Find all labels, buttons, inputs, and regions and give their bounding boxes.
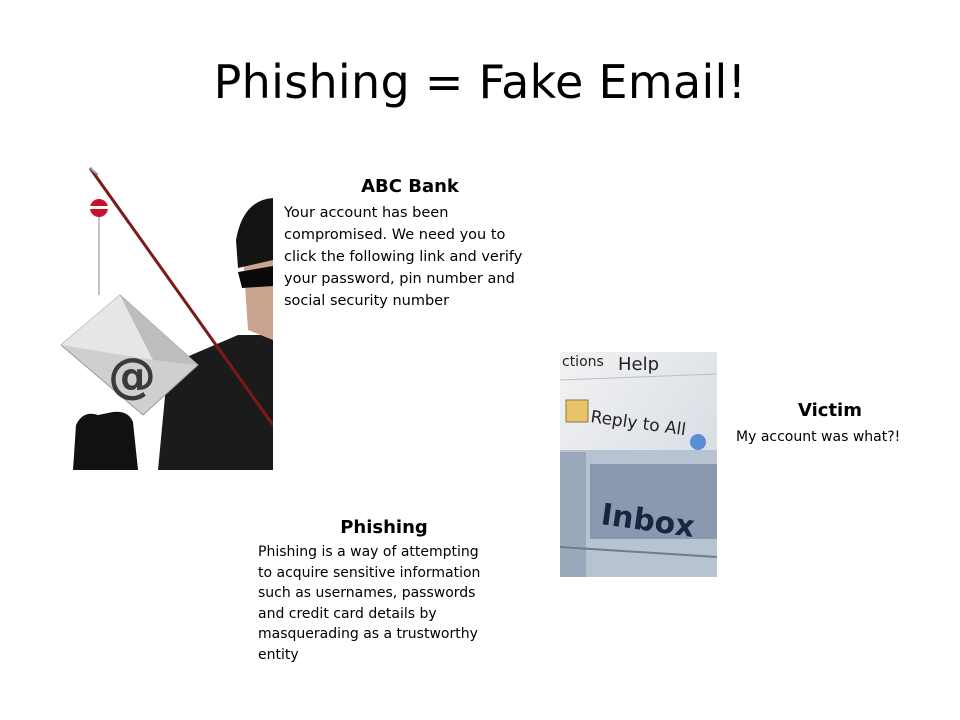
definition-line: to acquire sensitive information [258, 564, 481, 581]
definition-heading: Phishing [340, 517, 428, 538]
bank-message-line: click the following link and verify [284, 249, 523, 265]
bank-message-line: social security number [284, 293, 450, 309]
definition-text: Phishing is a way of attempting to acqui… [258, 542, 518, 665]
phishing-thief-icon: @ [58, 160, 273, 470]
slide-title: Phishing = Fake Email! [213, 55, 747, 109]
definition-line: entity [258, 646, 299, 663]
email-client-icon: ctions Help Reply to All Inbox [560, 352, 717, 577]
bank-message-line: Your account has been [284, 205, 449, 221]
bank-message-line: your password, pin number and [284, 271, 515, 287]
menu-actions: ctions [562, 354, 604, 370]
definition-line: such as usernames, passwords [258, 585, 476, 601]
at-symbol: @ [108, 348, 156, 404]
victim-text: My account was what?! [736, 429, 901, 445]
victim-heading: Victim [798, 400, 862, 421]
menu-help: Help [618, 354, 659, 375]
bank-message: Your account has been compromised. We ne… [284, 202, 554, 312]
definition-line: Phishing is a way of attempting [258, 544, 479, 560]
bank-message-line: compromised. We need you to [284, 227, 506, 243]
definition-line: masquerading as a trustworthy [258, 626, 478, 642]
definition-line: and credit card details by [258, 605, 437, 622]
bank-heading: ABC Bank [361, 176, 459, 197]
